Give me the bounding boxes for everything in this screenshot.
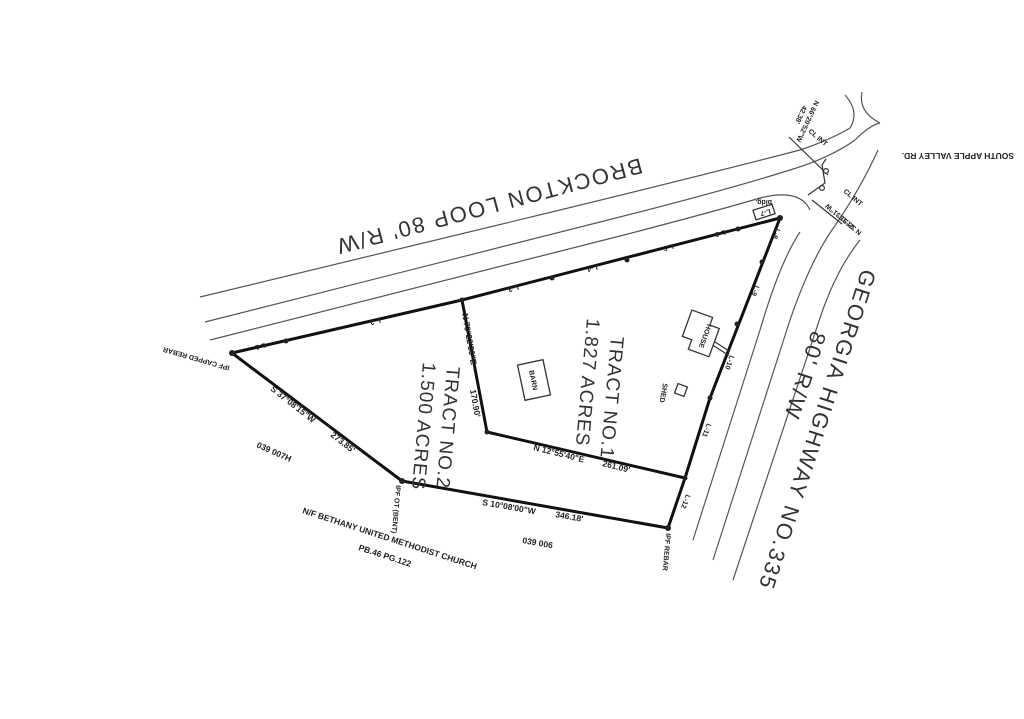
divider-bearing: N 79°22'39"E	[460, 313, 479, 366]
svg-text:L-11: L-11	[700, 422, 711, 438]
svg-text:L-7: L-7	[759, 207, 771, 216]
monument-sw: IPF OT (BENT)	[390, 485, 401, 534]
svg-text:L-4: L-4	[586, 263, 598, 272]
bldg-label: bldg.	[755, 198, 772, 205]
interior-distance: 261.09'	[602, 458, 632, 474]
apple-valley-label: SOUTH APPLE VALLEY RD.	[902, 151, 1014, 161]
brockton-loop-label: BROCKTON LOOP 80' R/W	[333, 153, 645, 259]
house: HOUSE	[681, 309, 731, 358]
apple-valley-road-lines	[844, 91, 881, 141]
parcel-west: 039 007H	[255, 440, 293, 464]
tie-lines	[788, 136, 843, 225]
line-labels: L-1 L-2 L-3 L-4 L-5 L-6 L-7 L-8 L-9 L-10…	[254, 207, 780, 509]
svg-text:L-3: L-3	[507, 283, 519, 292]
georgia-highway-label: GEORGIA HIGHWAY NO.335	[753, 266, 881, 593]
svg-text:L-5: L-5	[662, 242, 674, 251]
georgia-highway-row-lines	[692, 149, 879, 581]
west-bearing: S 37°08'15"W	[269, 384, 318, 426]
brockton-loop-row-lines	[199, 127, 856, 341]
svg-text:L-8: L-8	[770, 227, 780, 239]
tie-south-distance: 71.16'	[837, 212, 856, 230]
svg-text:BARN: BARN	[527, 370, 538, 391]
monument-se: IPF REBAR	[661, 533, 671, 571]
shed	[673, 382, 689, 398]
divider-distance: 170.90'	[468, 389, 483, 418]
svg-text:L-12: L-12	[679, 493, 691, 509]
south-distance: 346.18'	[555, 509, 584, 524]
monument-nw-line1: IPF CAPPED REBAR	[162, 345, 230, 371]
boundary-points	[229, 215, 783, 531]
svg-text:L-9: L-9	[749, 284, 759, 296]
barn: BARN	[516, 358, 552, 402]
svg-text:L-10: L-10	[723, 354, 735, 370]
shed-label: SHED	[658, 383, 668, 403]
parcel-south: 039 006	[522, 535, 554, 550]
cl-int-south: CL INT	[842, 188, 864, 208]
svg-text:L-6: L-6	[714, 228, 726, 237]
svg-text:L-2: L-2	[369, 316, 381, 325]
cl-int-north: CL INT	[807, 128, 829, 148]
bldg-box	[752, 203, 776, 221]
svg-text:L-1: L-1	[254, 341, 266, 350]
